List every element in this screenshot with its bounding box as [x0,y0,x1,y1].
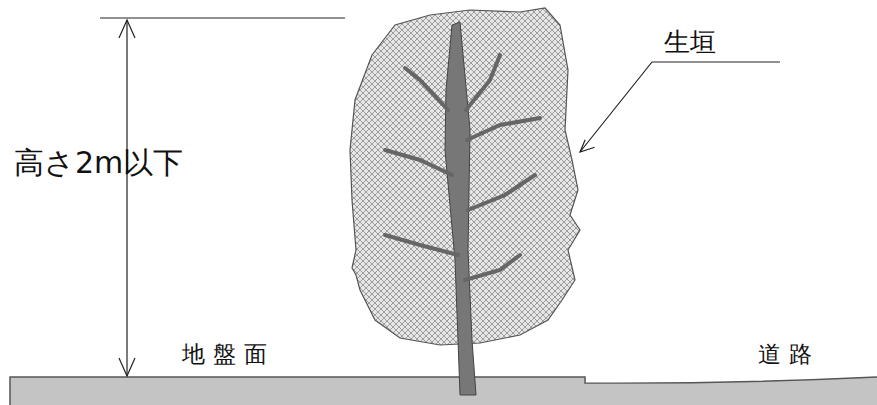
part-name: 生垣 [664,28,716,57]
hedge-branches [385,55,540,280]
ground-edge [10,377,877,405]
height-dimension [100,18,345,376]
road-label: 道路 [758,342,820,367]
ground [10,377,877,405]
leader-line [580,62,780,152]
ground-label: 地盤面 [182,342,275,367]
dimension-label: 高さ2m以下 [14,146,183,179]
